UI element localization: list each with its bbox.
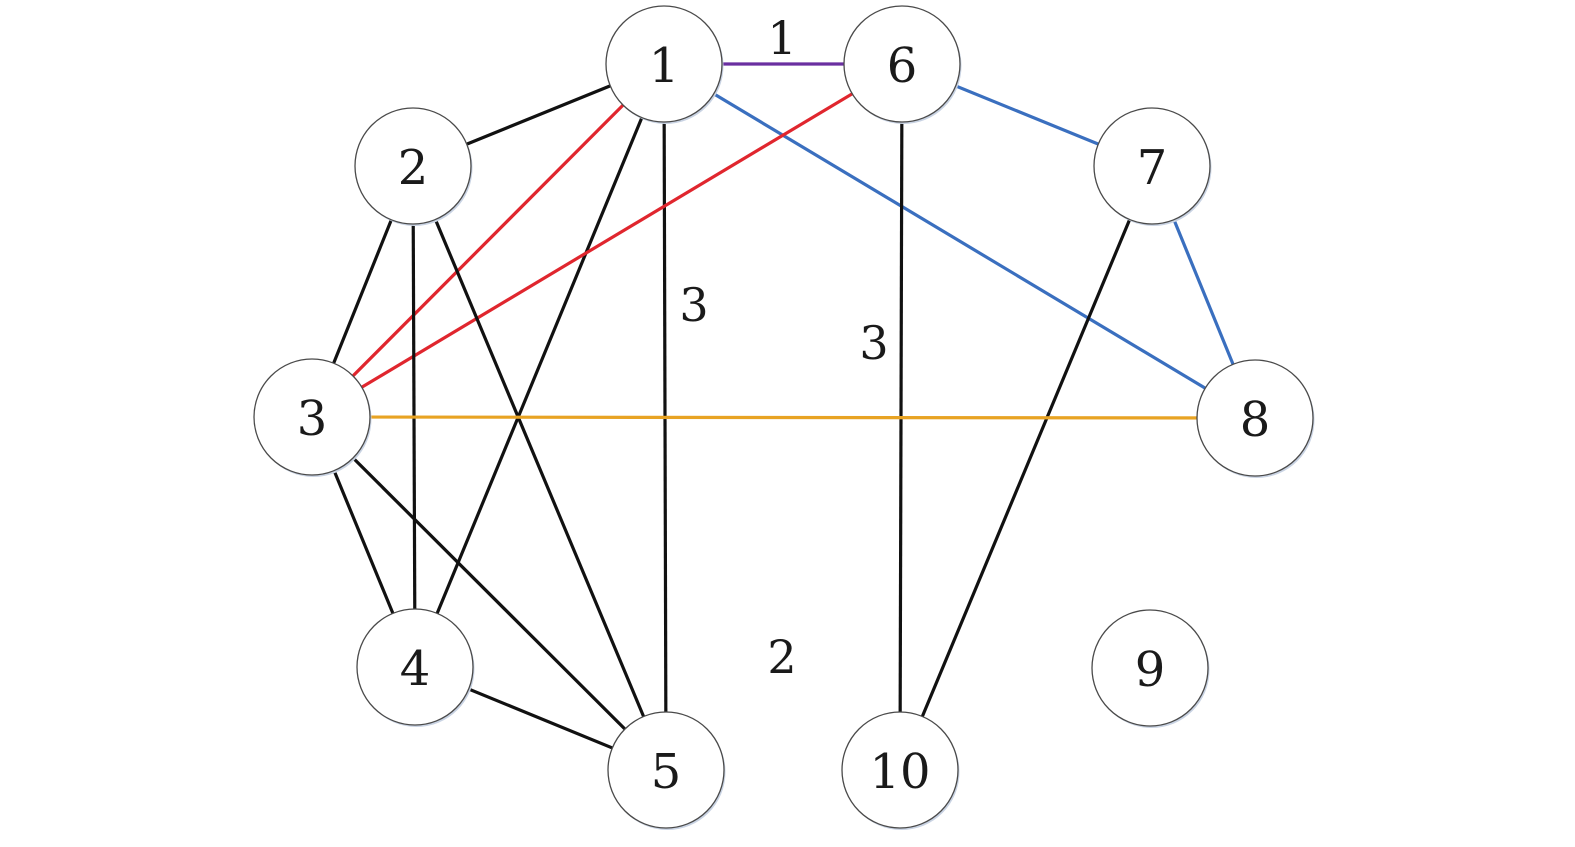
node-circle <box>841 711 959 829</box>
node-circle <box>1196 359 1314 477</box>
edge-1-8 <box>663 62 1256 420</box>
edge-label-1-6: 1 <box>767 11 796 65</box>
node-1: 1 <box>605 5 724 124</box>
node-2: 2 <box>354 107 473 226</box>
edge-3-8 <box>311 415 1256 420</box>
node-10: 10 <box>841 711 960 830</box>
edge-1-4 <box>413 63 666 668</box>
node-label: 3 <box>297 391 328 447</box>
node-7: 7 <box>1093 107 1212 226</box>
node-label: 2 <box>398 140 429 196</box>
node-label: 1 <box>649 38 680 94</box>
node-label: 9 <box>1135 642 1166 698</box>
edge-2-5 <box>411 165 668 771</box>
edge-label-6-10: 3 <box>859 316 888 370</box>
edge-1-3 <box>310 62 666 419</box>
node-label: 6 <box>887 38 918 94</box>
node-circle <box>354 107 472 225</box>
node-circle <box>1091 609 1209 727</box>
node-label: 4 <box>400 641 431 697</box>
edge-7-10 <box>898 165 1154 771</box>
node-label: 8 <box>1240 392 1271 448</box>
node-circle <box>605 5 723 123</box>
node-circle <box>1093 107 1211 225</box>
node-circle <box>253 358 371 476</box>
node-6: 6 <box>843 5 962 124</box>
node-circle <box>356 608 474 726</box>
node-label: 5 <box>651 744 682 800</box>
nodes-layer: 1 2 3 4 5 6 7 8 9 10 <box>253 5 1315 830</box>
node-5: 5 <box>607 711 726 830</box>
node-4: 4 <box>356 608 475 727</box>
node-8: 8 <box>1196 359 1315 478</box>
node-label: 10 <box>869 744 930 800</box>
node-3: 3 <box>253 358 372 477</box>
edge-3-5 <box>310 415 668 772</box>
node-9: 9 <box>1091 609 1210 728</box>
node-label: 7 <box>1137 140 1168 196</box>
node-circle <box>607 711 725 829</box>
edge-6-3 <box>311 62 903 419</box>
edge-label-1-5: 3 <box>679 278 708 332</box>
edge-label-2: 2 <box>767 630 796 684</box>
edge-labels-layer: 1 3 3 2 <box>679 11 888 684</box>
node-circle <box>843 5 961 123</box>
